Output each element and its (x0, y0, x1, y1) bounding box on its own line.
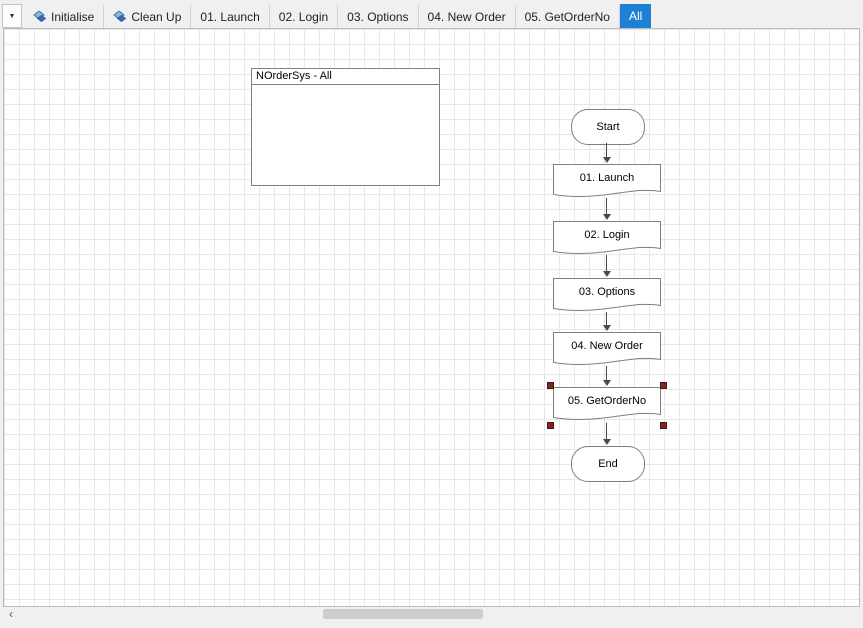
node-label: End (598, 458, 618, 470)
flow-connector[interactable] (602, 143, 611, 163)
process-icon (33, 10, 46, 23)
group-box-title: NOrderSys - All (252, 69, 439, 85)
flow-connector[interactable] (602, 366, 611, 386)
tab-bar: ▼ Initialise Clean Up 01. Launch 02. Log… (0, 0, 863, 28)
tab-label: Initialise (51, 9, 95, 24)
selection-handle-se[interactable] (660, 422, 667, 429)
connector-line (606, 255, 607, 271)
node-stage-01-launch[interactable]: 01. Launch (553, 164, 661, 200)
connector-line (606, 198, 607, 214)
node-stage-03-options[interactable]: 03. Options (553, 278, 661, 314)
flow-connector[interactable] (602, 255, 611, 277)
connector-arrowhead-icon (602, 157, 611, 163)
flow-connector[interactable] (602, 198, 611, 220)
flow-connector[interactable] (602, 312, 611, 331)
node-label: 01. Launch (579, 171, 635, 184)
tab-overflow-button[interactable]: ▼ (2, 4, 22, 28)
tab-label: 05. GetOrderNo (524, 9, 610, 24)
connector-line (606, 312, 607, 325)
tab-02-login[interactable]: 02. Login (269, 5, 339, 28)
selection-handle-sw[interactable] (547, 422, 554, 429)
tab-04-new-order[interactable]: 04. New Order (418, 5, 516, 28)
tab-label: 01. Launch (200, 9, 260, 24)
connector-arrowhead-icon (602, 380, 611, 386)
chevron-left-icon: ‹ (9, 607, 13, 621)
selection-handle-nw[interactable] (547, 382, 554, 389)
tab-01-launch[interactable]: 01. Launch (191, 5, 270, 28)
horizontal-scrollbar[interactable]: ‹ (3, 607, 860, 621)
node-start[interactable]: Start (571, 109, 645, 145)
process-icon (113, 10, 127, 23)
node-stage-05-getorderno[interactable]: 05. GetOrderNo (553, 387, 661, 423)
group-box[interactable]: NOrderSys - All (251, 68, 440, 186)
connector-arrowhead-icon (602, 214, 611, 220)
node-end[interactable]: End (571, 446, 645, 482)
tab-03-options[interactable]: 03. Options (338, 5, 419, 28)
selection-handle-ne[interactable] (660, 382, 667, 389)
node-label: 05. GetOrderNo (567, 394, 647, 407)
tab-label: 02. Login (278, 9, 329, 24)
connector-arrowhead-icon (602, 271, 611, 277)
chevron-down-icon: ▼ (8, 12, 16, 20)
connector-line (606, 143, 607, 157)
tab-clean-up[interactable]: Clean Up (104, 5, 192, 28)
tab-label: All (628, 9, 643, 23)
connector-line (606, 423, 607, 439)
node-stage-04-new-order[interactable]: 04. New Order (553, 332, 661, 368)
connector-arrowhead-icon (602, 325, 611, 331)
flow-connector[interactable] (602, 423, 611, 445)
connector-arrowhead-icon (602, 439, 611, 445)
tab-label: 04. New Order (427, 9, 506, 24)
node-label: Start (596, 121, 620, 133)
process-canvas[interactable]: NOrderSys - All Start 01. Launch 02. Log… (3, 28, 860, 607)
node-stage-02-login[interactable]: 02. Login (553, 221, 661, 257)
node-label: 03. Options (578, 285, 636, 298)
node-label: 04. New Order (571, 339, 643, 352)
tab-05-getorderno[interactable]: 05. GetOrderNo (515, 5, 620, 28)
tab-all[interactable]: All (619, 4, 652, 28)
tab-label: 03. Options (347, 9, 409, 24)
scroll-left-button[interactable]: ‹ (4, 607, 18, 621)
tab-initialise[interactable]: Initialise (24, 5, 105, 28)
horizontal-scrollbar-thumb[interactable] (323, 609, 483, 619)
connector-line (606, 366, 607, 380)
node-label: 02. Login (584, 228, 630, 241)
tab-label: Clean Up (131, 9, 182, 24)
